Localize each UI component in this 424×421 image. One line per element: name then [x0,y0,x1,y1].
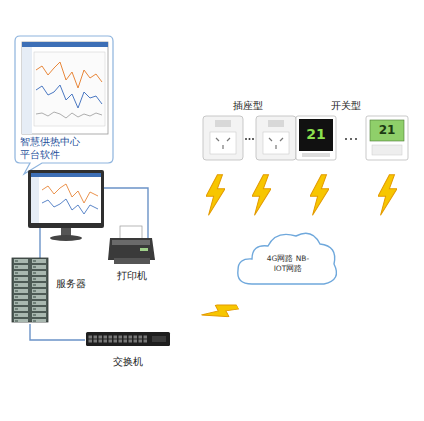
printer-top [112,240,150,245]
monitor-bezel [28,170,104,228]
bubble-outline [15,36,113,174]
server-rack [12,258,48,322]
wireless-bolt [252,175,271,216]
device-case [366,116,408,160]
title-bar [22,42,108,47]
thermostat-device [296,116,336,160]
outlet-plate [210,132,236,154]
node-label: 交换机 [85,355,171,368]
printer-body [108,238,155,260]
wireless-bolt [206,175,225,216]
device-buttons [372,145,402,155]
side-panel [22,47,32,134]
ellipsis-dots [345,138,357,140]
network-switch [86,332,170,346]
chart-line [42,199,98,214]
chart-area [34,52,105,126]
node-label: 服务器 [56,277,96,290]
device-display [215,120,231,127]
group-label: 插座型 [233,100,263,112]
printer-illustration [108,226,155,264]
chart-line [42,184,98,203]
title-bar [31,173,101,177]
printer-tray [114,258,150,264]
software-window: 智慧供热中心 平台软件 [16,36,112,164]
node-label: 智慧供热中心 平台软件 [20,135,84,161]
dot [245,138,247,140]
socket-device [203,116,243,160]
cable [39,228,40,258]
dot [252,138,254,140]
wireless-bolt [378,175,397,216]
switch-panel [152,336,166,342]
monitor-neck [61,228,71,236]
side-panel [31,177,39,223]
rack-frame [12,258,48,322]
monitor-base [50,235,82,241]
device-case [203,116,243,160]
cloud-node: 4G网路 NB-IOT网路 [238,230,338,286]
chart-line [36,112,102,118]
node-label: 打印机 [106,269,158,282]
device-screen [370,120,404,141]
ellipsis-dots [245,138,254,140]
printer-paper [120,226,142,239]
outlet-plate [263,132,289,154]
display-reading: 21 [370,123,404,137]
dot [345,138,347,140]
device-display [268,120,284,127]
monitor-screen [31,173,101,223]
printer-node: 打印机 [106,224,158,282]
switch-ports [88,335,148,343]
thermostat-device [366,116,408,160]
rack-units [12,258,48,322]
cable [104,188,148,238]
outlet-holes [269,138,283,149]
dot [249,138,251,140]
app-window [22,42,108,134]
switch-body [86,332,170,346]
printer-panel [140,248,148,251]
group-label: 开关型 [331,100,361,112]
cable-connector [30,324,85,340]
software-bubble [15,36,113,174]
node-label: 4G网路 NB-IOT网路 [262,254,314,274]
chart-line [36,85,102,108]
dot [355,138,357,140]
cloud-outline [238,233,337,284]
display-reading: 21 [299,126,333,142]
device-buttons [302,153,330,157]
wireless-bolt [200,296,240,328]
server-node: 服务器 [10,256,98,324]
device-case [256,116,296,160]
chart-line [36,62,102,88]
dot [350,138,352,140]
outlet-holes [216,138,230,149]
socket-device [256,116,296,160]
switch-node: 交换机 [85,330,171,368]
wireless-bolt [310,175,329,216]
device-screen [299,119,333,151]
device-case [296,116,336,160]
